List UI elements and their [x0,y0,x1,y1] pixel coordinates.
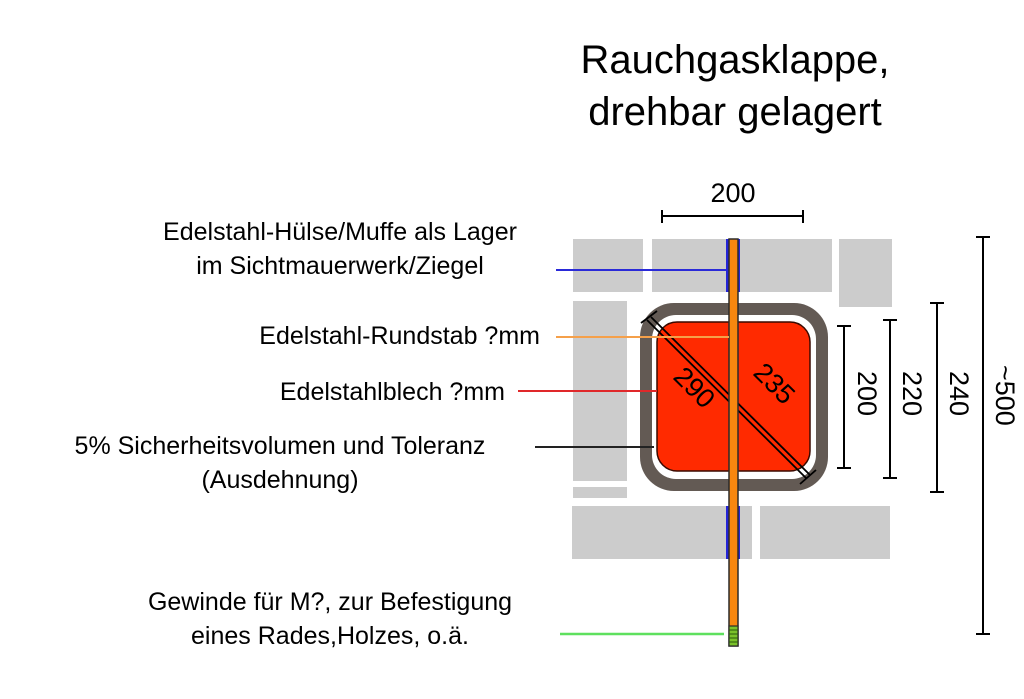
dim-top-width-line [661,210,804,223]
label-thread: Gewinde für M?, zur Befestigung eines Ra… [95,585,565,653]
brick [573,487,627,498]
brick [652,239,832,292]
label-sleeve-line-1: Edelstahl-Hülse/Muffe als Lager [163,218,517,246]
dim-total-height-line [976,236,990,635]
thread-lines [729,629,738,643]
label-rod: Edelstahl-Rundstab ?mm [259,322,540,350]
brick-wall [572,239,892,559]
label-tolerance-line-1: 5% Sicherheitsvolumen und Toleranz [74,432,486,460]
brick [839,239,892,307]
title-line-1: Rauchgasklappe, [580,38,890,82]
dim-inner-height: 200 [852,371,882,416]
dim-outer-height: 240 [944,371,974,416]
label-sleeve: Edelstahl-Hülse/Muffe als Lager im Sicht… [110,215,570,283]
label-plate: Edelstahlblech ?mm [279,378,505,406]
dim-mid-height-line [883,319,897,479]
brick [760,506,890,559]
label-thread-line-2: eines Rades,Holzes, o.ä. [191,622,469,650]
brick [573,239,643,292]
title-line-2: drehbar gelagert [588,90,882,134]
dim-total-height: ~500 [990,365,1020,426]
dim-inner-height-line [837,325,851,469]
label-tolerance-line-2: (Ausdehnung) [201,466,359,494]
brick [572,506,752,559]
label-thread-line-1: Gewinde für M?, zur Befestigung [147,588,513,616]
thread [728,625,739,647]
label-tolerance: 5% Sicherheitsvolumen und Toleranz (Ausd… [10,429,550,497]
dim-mid-height: 220 [897,371,927,416]
label-sleeve-line-2: im Sichtmauerwerk/Ziegel [196,252,484,280]
rod [728,238,739,647]
diagram-title: Rauchgasklappe, drehbar gelagert [540,34,930,138]
dim-top-width: 200 [710,178,755,208]
dim-outer-height-line [930,302,944,493]
